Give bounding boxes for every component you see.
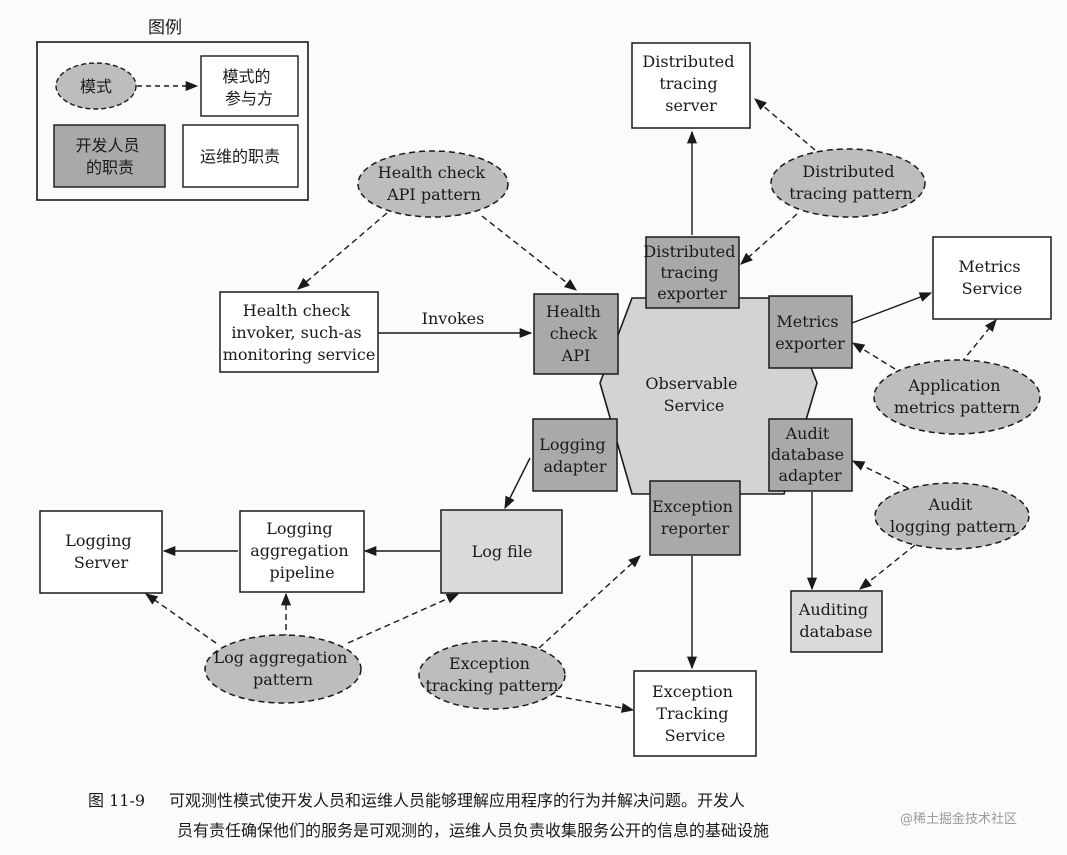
legend-dev-duty-label: 开发人员 的职责 [75, 136, 144, 177]
figure-number: 图 11-9 [88, 791, 146, 810]
logging-aggregation-pipeline-label: Logging aggregation pipeline [250, 519, 354, 582]
log-file-label: Log file [472, 542, 533, 561]
edge-health-pattern-to-invoker [297, 212, 388, 290]
application-metrics-pattern-label: Application metrics pattern [894, 376, 1020, 417]
log-aggregation-pattern-ellipse [204, 634, 362, 704]
distributed-tracing-server-label: Distributed tracing server [642, 52, 739, 115]
health-check-invoker-label: Health check invoker, such-as monitoring… [223, 301, 376, 364]
health-check-api-pattern-ellipse [357, 150, 509, 218]
edge-dist-pattern-to-exporter [740, 213, 798, 265]
metrics-service-label: Metrics Service [958, 257, 1025, 298]
health-check-invoker-box [219, 291, 379, 373]
edge-exc-pattern-to-tracking [555, 695, 635, 713]
logging-adapter-label: Logging adapter [539, 435, 611, 476]
exception-tracking-pattern-ellipse [418, 640, 566, 710]
log-file-box [440, 509, 563, 594]
edge-exc-pattern-to-reporter [538, 555, 641, 649]
caption-line-2: 员有责任确保他们的服务是可观测的，运维人员负责收集服务公开的信息的基础设施 [177, 821, 770, 840]
legend-dev-duty-box [53, 124, 166, 188]
distributed-tracing-exporter-label: Distributed tracing exporter [643, 242, 740, 303]
observable-service-label: Observable Service [645, 374, 742, 415]
edge-audit-pattern-to-adapter [851, 460, 909, 489]
edge-app-metrics-to-exporter [851, 342, 896, 370]
edge-log-pattern-to-log-file [347, 593, 460, 644]
legend-title: 图例 [148, 18, 182, 38]
logging-aggregation-pipeline-box [239, 510, 365, 593]
auditing-database-box [790, 590, 883, 653]
exception-tracking-service-label: Exception Tracking Service [652, 682, 738, 745]
logging-server-box [39, 510, 163, 594]
log-aggregation-pattern-label: Log aggregation pattern [213, 648, 352, 689]
distributed-tracing-exporter-box [645, 236, 740, 309]
health-check-api-label: Health check API [546, 302, 606, 365]
metrics-exporter-label: Metrics exporter [775, 312, 845, 353]
edge-logging-adapter-to-log-file [504, 457, 531, 510]
distributed-tracing-pattern-label: Distributed tracing pattern [789, 162, 912, 203]
legend-ops-duty-box [182, 124, 299, 188]
legend-frame [36, 41, 309, 201]
exception-tracking-pattern-label: Exception tracking pattern [425, 654, 558, 695]
caption-line-1: 图 11-9 可观测性模式使开发人员和运维人员能够理解应用程序的行为并解决问题。开… [88, 786, 745, 816]
edge-dist-pattern-to-server [754, 98, 816, 151]
exception-reporter-label: Exception reporter [652, 497, 738, 538]
health-check-api-pattern-label: Health check API pattern [378, 163, 490, 204]
caption-text-1: 可观测性模式使开发人员和运维人员能够理解应用程序的行为并解决问题。开发人 [169, 791, 746, 810]
health-check-api-box [533, 293, 619, 375]
logging-server-label: Logging Server [65, 531, 137, 572]
edge-app-metrics-to-service [960, 319, 997, 364]
exception-reporter-box [649, 480, 741, 556]
audit-logging-pattern-ellipse [874, 482, 1030, 550]
legend-pattern-label: 模式 [80, 77, 112, 96]
metrics-service-box [932, 236, 1052, 320]
watermark: @稀土掘金技术社区 [900, 812, 1018, 827]
audit-database-adapter-label: Audit database adapter [771, 424, 849, 485]
edge-audit-pattern-to-db [859, 544, 916, 590]
application-metrics-pattern-ellipse [873, 359, 1041, 435]
edge-metrics-exporter-to-service [851, 292, 933, 324]
invokes-label: Invokes [422, 309, 485, 328]
exception-tracking-service-box [633, 670, 757, 757]
metrics-exporter-box [768, 295, 853, 369]
logging-adapter-box [532, 418, 618, 492]
edges [144, 98, 997, 713]
legend-participant-label: 模式的 参与方 [222, 67, 275, 108]
distributed-tracing-pattern-ellipse [770, 148, 926, 218]
legend-ops-duty-label: 运维的职责 [200, 147, 280, 166]
legend: 图例 模式 模式的 参与方 开发人员 的职责 运维的职责 [36, 18, 309, 201]
legend-pattern-ellipse [55, 62, 137, 110]
edge-health-pattern-to-api [481, 215, 577, 291]
legend-participant-box [200, 55, 299, 117]
edge-log-pattern-to-server [144, 593, 217, 644]
observability-diagram: 图例 模式 模式的 参与方 开发人员 的职责 运维的职责 Observable … [36, 18, 1052, 757]
auditing-database-label: Auditing database [798, 600, 873, 641]
audit-database-adapter-box [768, 418, 853, 492]
distributed-tracing-server-box [631, 42, 751, 129]
audit-logging-pattern-label: Audit logging pattern [890, 495, 1016, 536]
